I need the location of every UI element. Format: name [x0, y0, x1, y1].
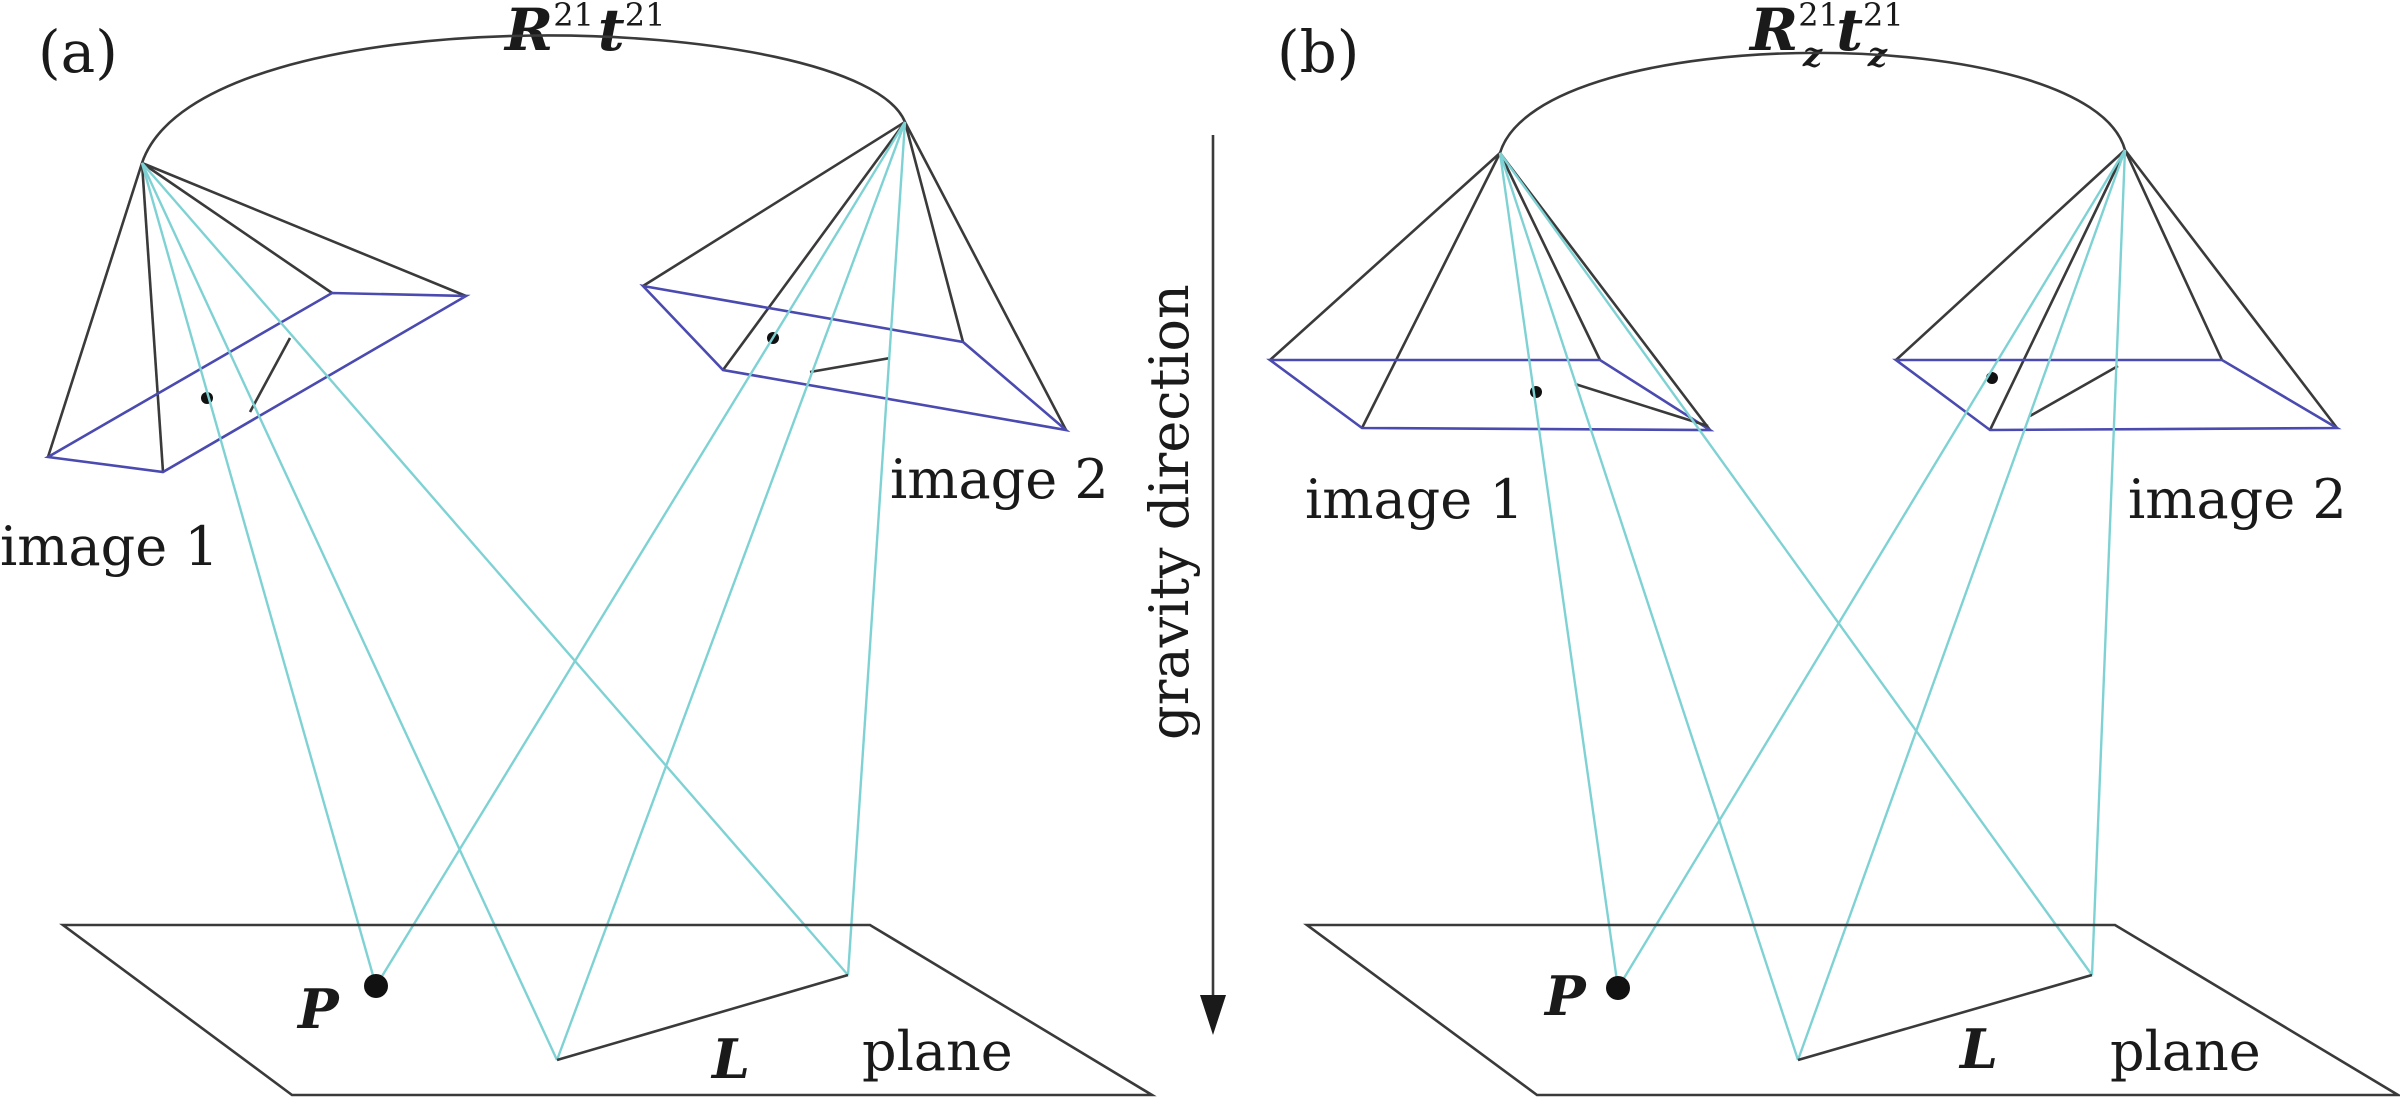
image-1-projection-point [1530, 386, 1542, 398]
rotation-superscript: 21 [1798, 0, 1839, 34]
frustum-edge [642, 120, 906, 288]
line-L-label: L [710, 1027, 750, 1091]
panel-a: (a) R21t21 [0, 0, 1157, 1097]
frustum-edge [141, 161, 333, 295]
camera-baseline-arc [140, 34, 907, 164]
ray-camera1-to-L-start [1498, 152, 1800, 1061]
frustum-edge [1360, 152, 1502, 429]
rotation-symbol: R [503, 0, 553, 64]
image-1-mark [248, 337, 292, 413]
translation-symbol: t [598, 0, 625, 64]
image-1-label: image 1 [1305, 468, 1524, 531]
camera-1 [1266, 152, 1715, 432]
image-2-frame [639, 284, 1071, 433]
rotation-subscript: z [1802, 35, 1823, 75]
frustum-edge [1988, 149, 2127, 431]
frustum-edge [1895, 149, 2126, 361]
frustum-edge [140, 162, 165, 473]
image-2-frame [1892, 358, 2342, 432]
image-2-label: image 2 [890, 448, 1109, 511]
frustum-edge [46, 162, 144, 458]
panel-a-tag: (a) [38, 18, 118, 86]
frustum-edge [1498, 152, 1602, 361]
point-P [1606, 976, 1630, 1000]
ray-camera1-to-P [140, 162, 378, 987]
ray-camera1-to-L-end [141, 162, 849, 976]
ray-camera1-to-L-end [1499, 152, 2093, 976]
panel-b-tag: (b) [1277, 18, 1359, 86]
ground-plane [59, 923, 1157, 1097]
point-P [364, 974, 388, 998]
gravity-arrowhead-icon [1200, 995, 1226, 1035]
plane-label: plane [2110, 1020, 2261, 1083]
frustum-edge [1498, 152, 1712, 431]
translation-superscript: 21 [1863, 0, 1904, 34]
projection-rays [140, 121, 907, 1061]
ray-camera2-to-L-end [2090, 149, 2127, 976]
frustum-edge [141, 161, 467, 298]
image-1-mark [1574, 382, 1709, 428]
ray-camera2-to-L-start [555, 121, 907, 1061]
line-L [1797, 973, 2093, 1062]
image-2-mark [2029, 364, 2119, 418]
frustum-edge [2123, 149, 2224, 361]
frustum-edge [721, 121, 907, 371]
ray-camera2-to-L-start [1796, 149, 2127, 1061]
camera-1 [44, 161, 471, 474]
ray-camera1-to-P [1498, 152, 1620, 989]
image-2-label: image 2 [2128, 468, 2347, 531]
line-L-label: L [1958, 1017, 1998, 1081]
ray-camera2-to-P [1616, 149, 2127, 989]
image-2-mark [809, 356, 891, 374]
ground-plane [1303, 923, 2400, 1097]
gravity-label: gravity direction [1138, 284, 1201, 740]
image-1-frame [44, 291, 471, 474]
frustum-edge [2123, 149, 2339, 429]
image-1-frame [1266, 358, 1715, 432]
line-L [556, 973, 849, 1062]
ray-camera1-to-L-start [140, 162, 559, 1061]
camera-baseline-arc [1498, 51, 2127, 154]
rotation-superscript: 21 [553, 0, 594, 34]
gravity-direction-indicator: gravity direction [1138, 135, 1226, 1035]
camera-2 [639, 120, 1071, 433]
ray-camera2-to-P [374, 121, 907, 987]
translation-superscript: 21 [625, 0, 666, 34]
frustum-edge [1269, 152, 1501, 361]
frustum-edge [903, 121, 1068, 431]
point-P-label: P [1543, 964, 1587, 1028]
panel-a-transform-label: R21t21 [503, 0, 665, 64]
ray-camera2-to-L-end [846, 121, 907, 976]
plane-label: plane [862, 1020, 1013, 1083]
projection-rays [1498, 149, 2127, 1061]
frustum-edge [903, 121, 965, 343]
point-P-label: P [296, 977, 340, 1041]
camera-2 [1892, 149, 2342, 432]
image-1-label: image 1 [0, 515, 219, 578]
